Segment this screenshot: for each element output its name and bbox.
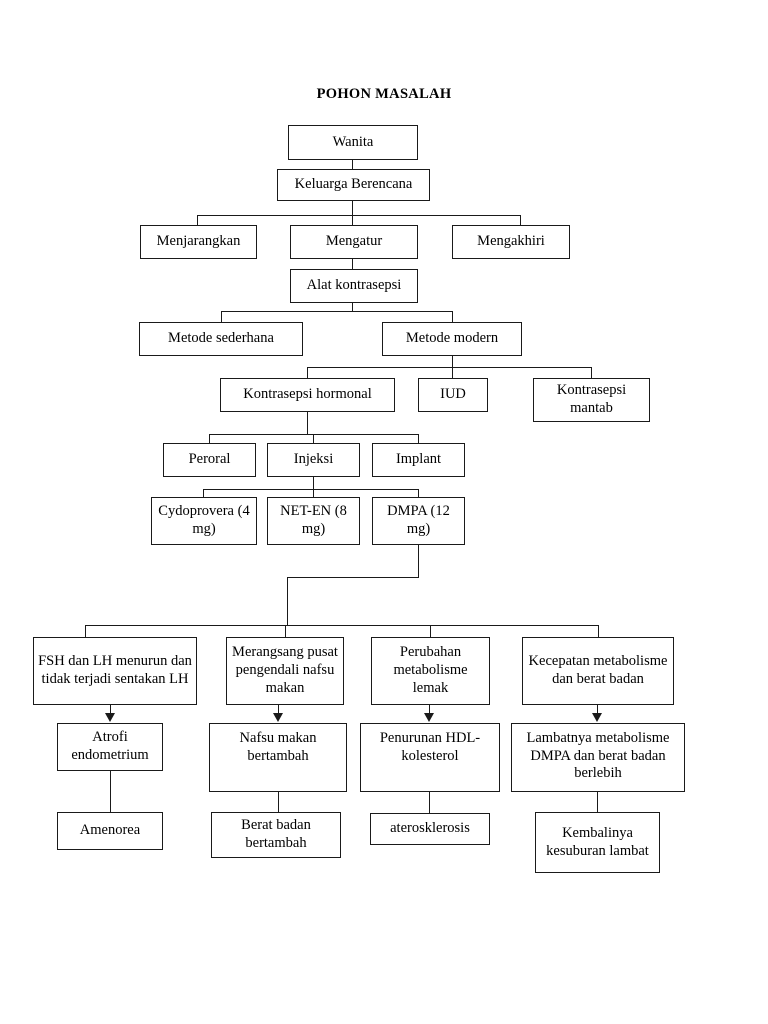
node-perubahan[interactable]: Perubahan metabolisme lemak [371, 637, 490, 705]
page-title: POHON MASALAH [316, 86, 452, 102]
connector-effects-bar [85, 625, 598, 627]
connector-modern-down [452, 356, 454, 367]
connector-to-injeksi [313, 434, 315, 443]
connector-to-iud [452, 367, 454, 378]
connector-to-menjarangkan [197, 215, 199, 225]
connector-kecepatan-lambatnya [597, 705, 599, 714]
node-mengatur[interactable]: Mengatur [290, 225, 418, 259]
connector-hormonal-down [307, 412, 309, 434]
connector-to-mantab [591, 367, 593, 378]
node-amenorea[interactable]: Amenorea [57, 812, 163, 850]
connector-injeksi-down [313, 477, 315, 489]
node-cydoprovera[interactable]: Cydoprovera (4 mg) [151, 497, 257, 545]
connector-to-cydoprovera [203, 489, 205, 497]
node-nafsu-makan[interactable]: Nafsu makan bertambah [209, 723, 347, 792]
arrowhead-kecepatan-lambatnya [592, 713, 602, 722]
connector-to-netn [313, 489, 315, 497]
connector-to-peroral [209, 434, 211, 443]
connector-dmpa-down [418, 545, 420, 577]
node-atrofi[interactable]: Atrofi endometrium [57, 723, 163, 771]
connector-merangsang-nafsu [278, 705, 280, 714]
arrowhead-perubahan-penurunan [424, 713, 434, 722]
connector-to-hormonal [307, 367, 309, 378]
connector-modern-bar [307, 367, 592, 369]
connector-alat-down [352, 303, 354, 311]
node-injeksi[interactable]: Injeksi [267, 443, 360, 477]
node-keluarga-berencana[interactable]: Keluarga Berencana [277, 169, 430, 201]
node-alat-kontrasepsi[interactable]: Alat kontrasepsi [290, 269, 418, 303]
node-menjarangkan[interactable]: Menjarangkan [140, 225, 257, 259]
connector-metode-bar [221, 311, 452, 313]
connector-atrofi-amenorea [110, 771, 112, 812]
node-fsh-lh[interactable]: FSH dan LH menurun dan tidak terjadi sen… [33, 637, 197, 705]
connector-to-mengakhiri [520, 215, 522, 225]
node-kontrasepsi-hormonal[interactable]: Kontrasepsi hormonal [220, 378, 395, 412]
node-kontrasepsi-mantab[interactable]: Kontrasepsi mantab [533, 378, 650, 422]
connector-injeksi-bar [203, 489, 418, 491]
node-implant[interactable]: Implant [372, 443, 465, 477]
node-wanita[interactable]: Wanita [288, 125, 418, 160]
connector-wanita-keluarga [352, 160, 354, 169]
node-peroral[interactable]: Peroral [163, 443, 256, 477]
connector-dmpa-drop [287, 577, 289, 625]
connector-fsh-atrofi [110, 705, 112, 714]
connector-nafsu-berat [278, 792, 280, 812]
node-lambatnya[interactable]: Lambatnya metabolisme DMPA dan berat bad… [511, 723, 685, 792]
connector-to-metode-sederhana [221, 311, 223, 322]
connector-to-merangsang [285, 625, 287, 637]
connector-to-kecepatan [598, 625, 600, 637]
connector-level3-bar [197, 215, 520, 217]
node-iud[interactable]: IUD [418, 378, 488, 412]
connector-to-mengatur [352, 215, 354, 225]
node-dmpa[interactable]: DMPA (12 mg) [372, 497, 465, 545]
arrowhead-fsh-atrofi [105, 713, 115, 722]
node-kembalinya[interactable]: Kembalinya kesuburan lambat [535, 812, 660, 873]
arrowhead-merangsang-nafsu [273, 713, 283, 722]
node-mengakhiri[interactable]: Mengakhiri [452, 225, 570, 259]
connector-perubahan-penurunan [429, 705, 431, 714]
connector-penurunan-atero [429, 792, 431, 813]
node-metode-modern[interactable]: Metode modern [382, 322, 522, 356]
node-net-en[interactable]: NET-EN (8 mg) [267, 497, 360, 545]
connector-to-fsh [85, 625, 87, 637]
node-kecepatan[interactable]: Kecepatan metabolisme dan berat badan [522, 637, 674, 705]
node-merangsang[interactable]: Merangsang pusat pengendali nafsu makan [226, 637, 344, 705]
node-berat-badan[interactable]: Berat badan bertambah [211, 812, 341, 858]
connector-to-dmpa [418, 489, 420, 497]
connector-dmpa-jog [287, 577, 419, 579]
connector-lambatnya-kembalinya [597, 792, 599, 812]
node-metode-sederhana[interactable]: Metode sederhana [139, 322, 303, 356]
connector-to-implant [418, 434, 420, 443]
node-aterosklerosis[interactable]: aterosklerosis [370, 813, 490, 845]
connector-to-perubahan [430, 625, 432, 637]
connector-mengatur-alat [352, 259, 354, 269]
connector-to-metode-modern [452, 311, 454, 322]
connector-keluarga-down [352, 201, 354, 215]
node-penurunan-hdl[interactable]: Penurunan HDL-kolesterol [360, 723, 500, 792]
